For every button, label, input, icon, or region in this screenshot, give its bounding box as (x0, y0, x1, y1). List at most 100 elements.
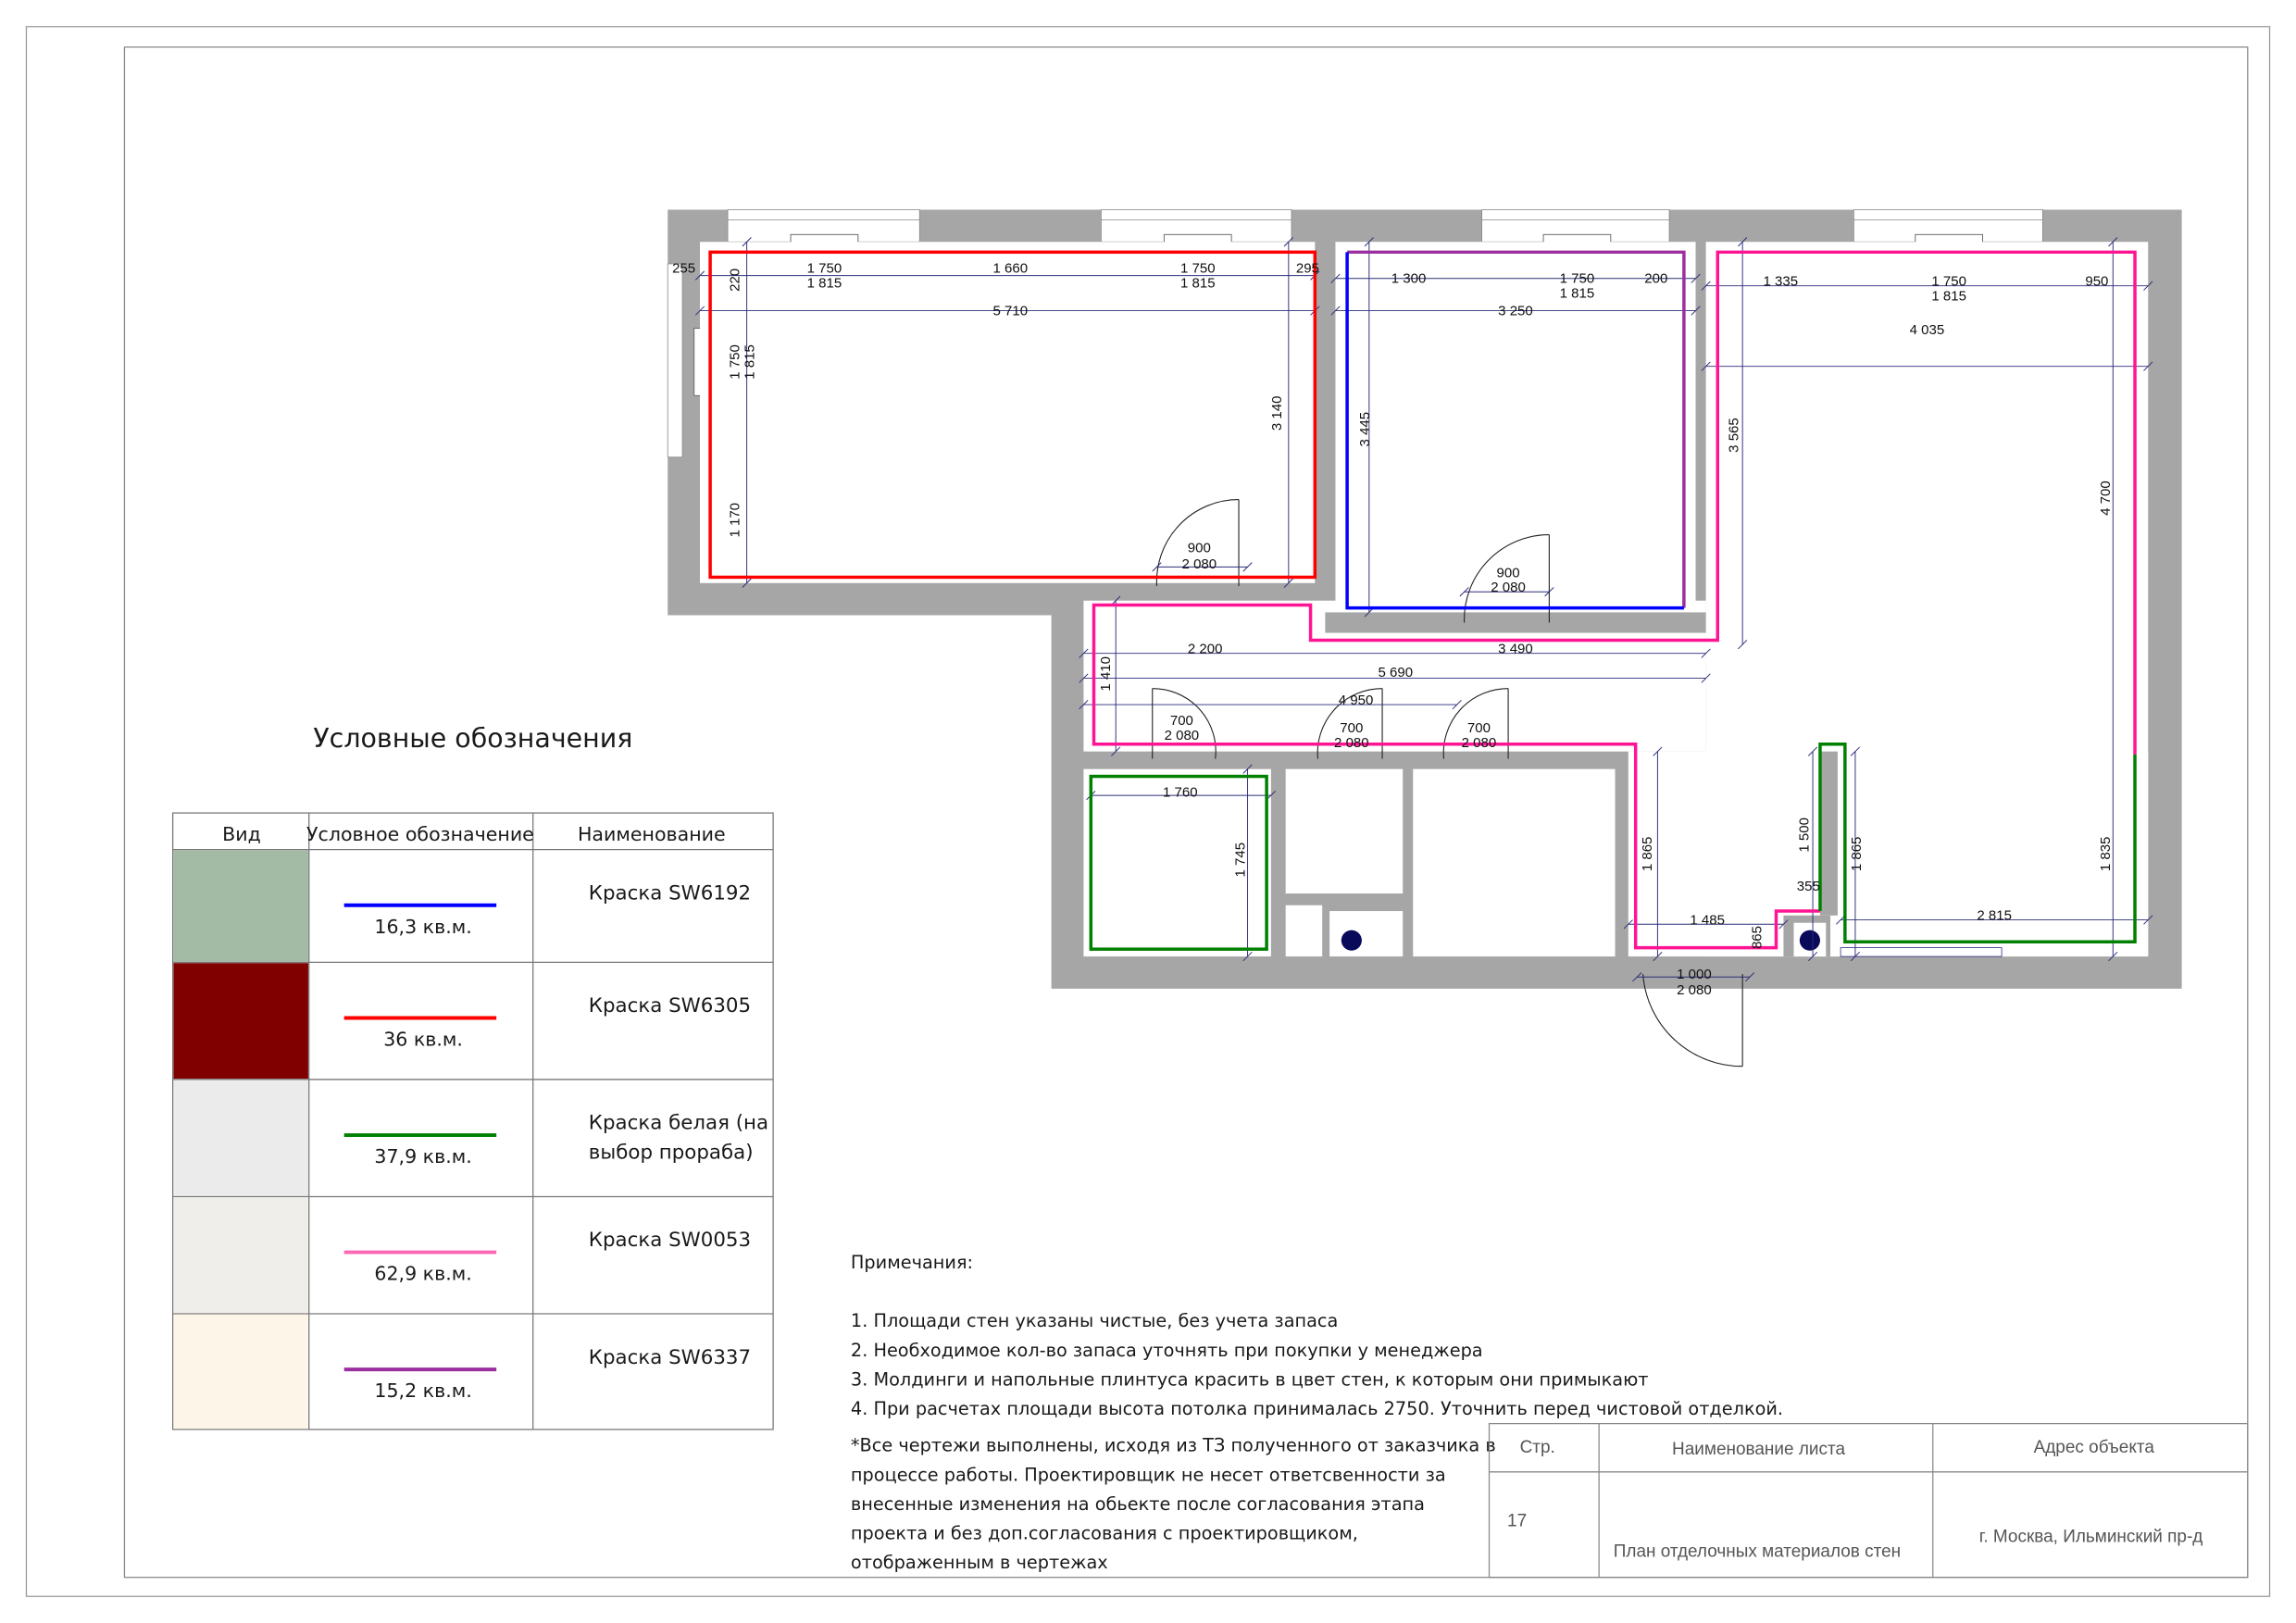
finish-blue (1345, 252, 1684, 610)
outer-frame (25, 26, 2271, 1597)
disclaimer-line: процессе работы. Проектировщик не несет … (851, 1464, 1446, 1485)
dimension-label: 1 485 (1690, 912, 1725, 928)
dimension-label: 4 035 (1910, 322, 1945, 338)
disclaimer-line: *Все чертежи выполнены, исходя из ТЗ пол… (851, 1435, 1496, 1456)
dimension-label: 1 745 (1232, 843, 1248, 878)
dimension-label: 900 (1188, 541, 1211, 556)
dimension-lines (694, 237, 2153, 982)
legend-area: 36 кв.м. (383, 1029, 463, 1051)
legend: Условные обозначения Вид Условное обозна… (172, 723, 774, 1430)
title-block: Стр. Наименование листа Адрес объекта 17… (1488, 1422, 2249, 1579)
legend-paint-name: Краска SW6192 (589, 881, 751, 905)
legend-swatch (173, 1080, 308, 1196)
notes-title: Примечания: (851, 1252, 973, 1273)
dimension-label: 700 (1170, 713, 1193, 729)
room-living (700, 242, 1316, 583)
disclaimer-line: отображенным в чертежах (851, 1552, 1108, 1573)
legend-paint-name: выбор прораба) (589, 1141, 754, 1164)
dimension-label: 1 750 (1560, 271, 1595, 287)
dimension-label: 1 500 (1796, 818, 1812, 853)
legend-paint-name: Краска белая (на (589, 1112, 768, 1135)
finish-pink (1092, 250, 2137, 950)
disclaimer-line: внесенные изменения на обьекте после сог… (851, 1493, 1425, 1515)
dimension-label: 220 (728, 268, 743, 292)
page-label: Стр. (1520, 1438, 1555, 1457)
legend-header-view: Вид (222, 823, 261, 845)
dimension-label: 700 (1340, 720, 1363, 736)
legend-table: Вид Условное обозначение Наименование 16… (172, 812, 774, 1430)
dimension-label: 3 140 (1269, 396, 1285, 431)
legend-swatch (173, 1197, 308, 1314)
note-item: 3. Молдинги и напольные плинтуса красить… (851, 1369, 1649, 1391)
dimension-label: 5 710 (993, 303, 1029, 318)
riser-icon (1799, 930, 1820, 951)
finish-green (1818, 743, 2137, 944)
dimension-label: 1 815 (1180, 275, 1216, 291)
disclaimer-line: проекта и без доп.согласования с проекти… (851, 1523, 1358, 1544)
finish-purple (1347, 250, 1686, 608)
dimension-label: 1 815 (807, 275, 842, 291)
legend-area: 16,3 кв.м. (374, 916, 471, 938)
dimension-label: 1 865 (1640, 837, 1655, 872)
finish-green-bath (1089, 774, 1268, 951)
legend-area: 15,2 кв.м. (374, 1380, 471, 1402)
bathroom-2 (1285, 768, 1404, 894)
riser-icon (1341, 930, 1362, 951)
note-item: 4. При расчетах площади высота потолка п… (851, 1398, 1783, 1419)
dimension-label: 295 (1296, 260, 1319, 276)
legend-header-name: Наименование (578, 823, 726, 845)
dimension-label: 3 565 (1726, 418, 1741, 453)
legend-swatch (173, 850, 308, 962)
dimension-label: 1 760 (1163, 785, 1198, 801)
dimension-label: 1 410 (1098, 656, 1114, 692)
legend-swatch (173, 963, 308, 1080)
finish-red (708, 250, 1317, 580)
dimension-label: 1 000 (1677, 967, 1712, 982)
finish-lines (708, 250, 2137, 951)
dimension-label: 3 250 (1498, 303, 1533, 318)
dimension-label: 1 815 (1560, 285, 1595, 301)
dimension-label: 1 865 (1849, 837, 1865, 872)
dimension-label: 2 080 (1462, 735, 1497, 751)
dimension-label: 3 445 (1357, 412, 1373, 447)
bathroom-3 (1413, 768, 1616, 957)
dimension-label: 2 080 (1182, 556, 1217, 572)
legend-header-symbol: Условное обозначение (306, 823, 534, 845)
dimension-label: 3 490 (1498, 642, 1533, 657)
dimension-label: 1 660 (993, 260, 1029, 276)
legend-area: 37,9 кв.м. (374, 1145, 471, 1167)
dimension-label: 1 335 (1763, 274, 1798, 290)
dimension-label: 900 (1497, 565, 1520, 581)
dimension-label: 5 690 (1379, 665, 1414, 680)
dimension-label: 2 080 (1165, 728, 1200, 743)
dimension-label: 1 815 (742, 344, 758, 380)
dimension-label: 1 750 (728, 344, 743, 380)
dimension-label: 4 700 (2098, 481, 2114, 516)
room-bedroom (1335, 242, 1696, 613)
legend-paint-name: Краска SW6337 (589, 1346, 751, 1369)
dimension-label: 2 815 (1977, 908, 2012, 924)
dimension-label: 1 750 (1931, 274, 1966, 290)
dimension-label: 1 750 (1180, 260, 1216, 276)
dimension-label: 200 (1644, 271, 1667, 287)
legend-area: 62,9 кв.м. (374, 1263, 471, 1285)
bathroom-1 (1083, 768, 1271, 957)
page-number: 17 (1507, 1511, 1527, 1530)
dimension-label: 1 815 (1931, 289, 1966, 305)
dimension-label: 355 (1797, 879, 1820, 894)
dimension-label: 700 (1467, 720, 1491, 736)
dimension-label: 950 (2085, 274, 2108, 290)
hall (1628, 751, 2149, 957)
note-item: 2. Необходимое кол-во запаса уточнять пр… (851, 1340, 1483, 1361)
dimension-label: 4 950 (1339, 693, 1374, 708)
inner-frame (123, 46, 2249, 1579)
legend-paint-name: Краска SW6305 (589, 994, 751, 1017)
dimension-label: 865 (1750, 926, 1766, 949)
address-label: Адрес объекта (2034, 1438, 2155, 1457)
sheet-name: План отделочных материалов стен (1614, 1542, 1901, 1562)
dimension-label: 2 080 (1334, 735, 1369, 751)
object-address: г. Москва, Ильминский пр-д (1979, 1528, 2203, 1547)
